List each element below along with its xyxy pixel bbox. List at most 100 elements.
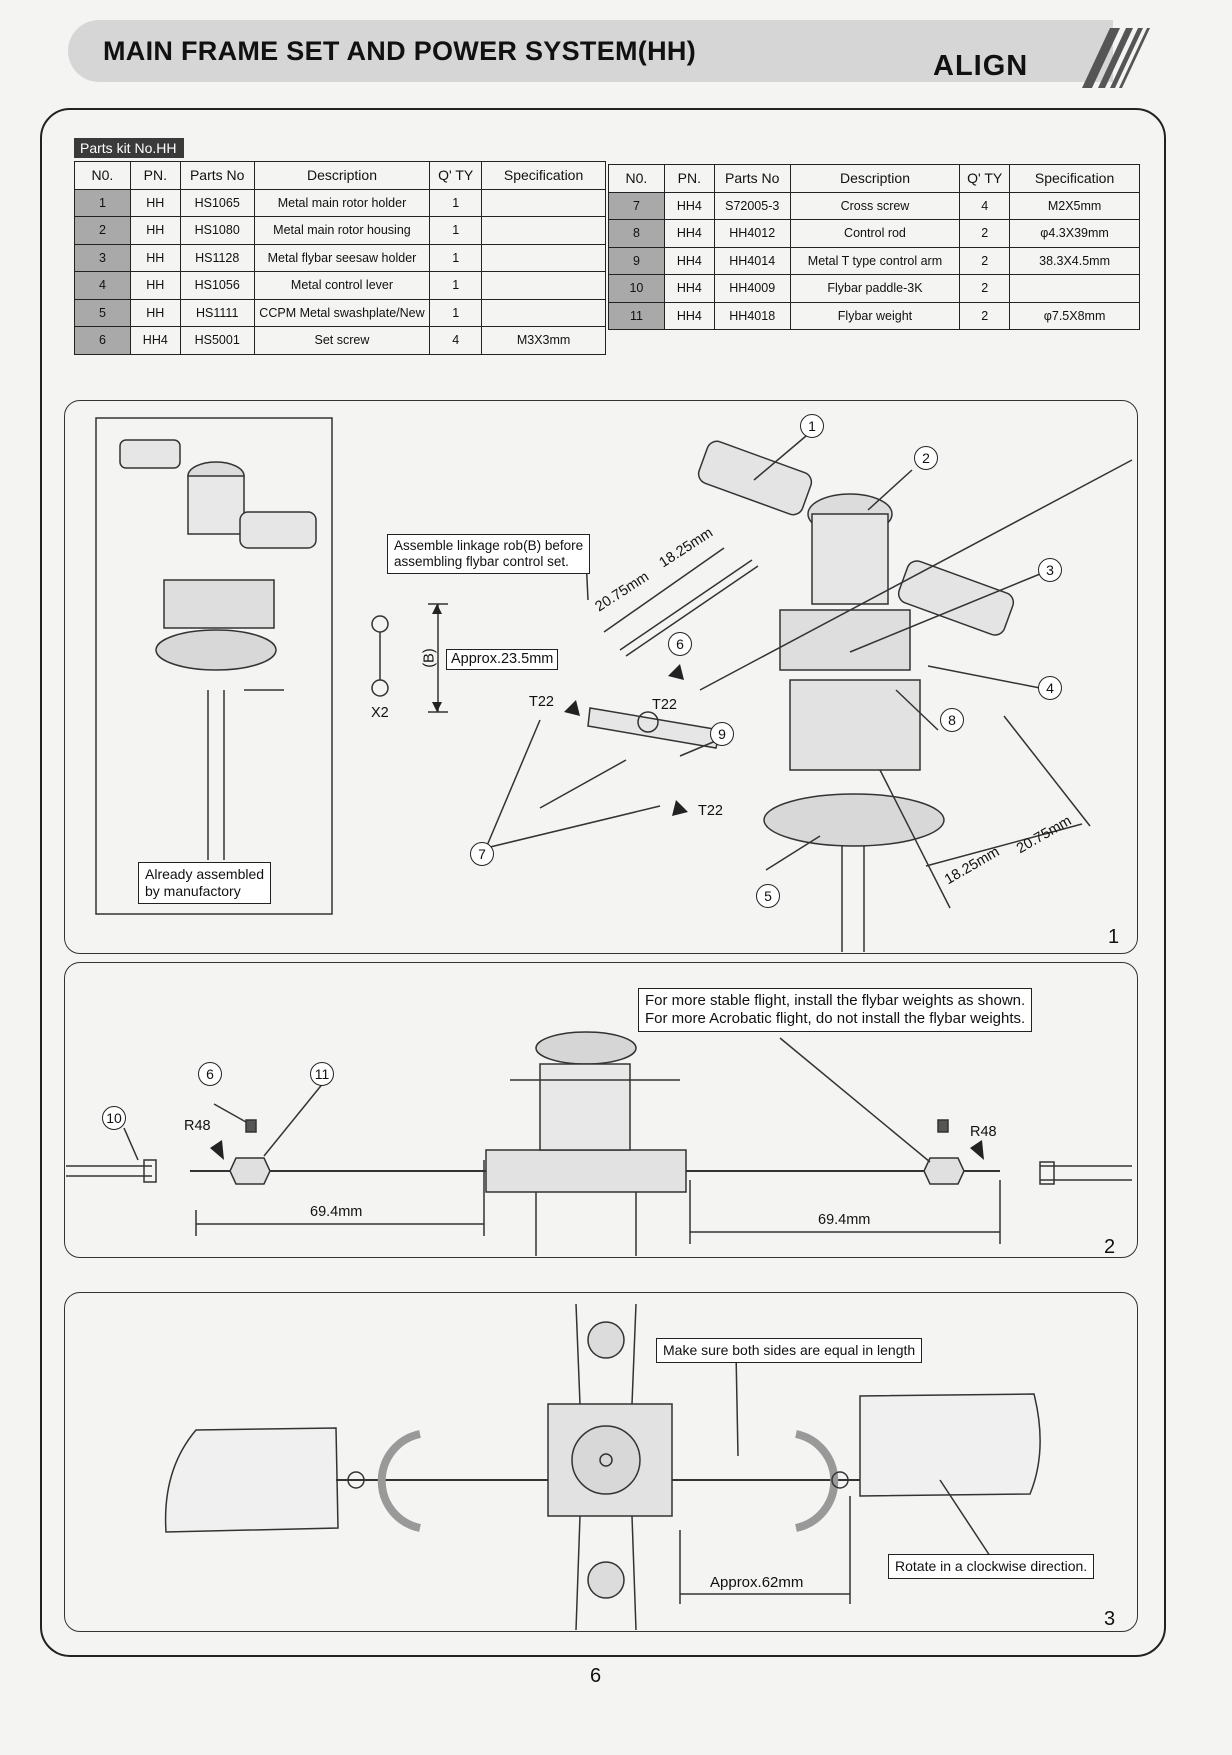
table-cell: M3X3mm <box>481 326 606 355</box>
callout-1: 1 <box>800 414 824 438</box>
table-cell: Control rod <box>789 219 961 248</box>
col-header: Specification <box>1009 164 1140 193</box>
callout-8: 8 <box>940 708 964 732</box>
col-header: Specification <box>481 161 606 190</box>
glue-label: T22 <box>652 697 677 713</box>
step2-panel <box>64 962 1138 1258</box>
col-header: PN. <box>129 161 181 190</box>
table-cell: 11 <box>608 301 665 330</box>
glue-label: T22 <box>698 803 723 819</box>
callout-9: 9 <box>710 722 734 746</box>
page-title: MAIN FRAME SET AND POWER SYSTEM(HH) <box>103 36 696 66</box>
callout-2: 2 <box>914 446 938 470</box>
dimension-label: Approx.62mm <box>710 1574 804 1591</box>
logo-stripes-icon <box>1082 28 1150 88</box>
table-cell: Metal control lever <box>253 271 431 300</box>
table-cell <box>481 216 606 245</box>
qty-label: X2 <box>371 705 389 721</box>
table-cell: φ7.5X8mm <box>1009 301 1140 330</box>
col-header: Q' TY <box>429 161 483 190</box>
table-cell: φ4.3X39mm <box>1009 219 1140 248</box>
table-cell: 1 <box>429 298 483 327</box>
table-cell: HH4 <box>663 219 715 248</box>
table-cell <box>481 271 606 300</box>
table-cell: HH4014 <box>713 246 791 275</box>
table-cell: HH <box>129 298 181 327</box>
col-header: Parts No <box>179 161 255 190</box>
glue-label: T22 <box>529 694 554 710</box>
rotate-note: Rotate in a clockwise direction. <box>888 1554 1095 1579</box>
table-cell: Flybar paddle-3K <box>789 274 961 303</box>
linkage-note: Assemble linkage rob(B) before assemblin… <box>387 534 591 575</box>
table-cell: HH4018 <box>713 301 791 330</box>
col-header: N0. <box>608 164 665 193</box>
step1-panel <box>64 400 1138 954</box>
table-header-row: N0. PN. Parts No Description Q' TY Speci… <box>608 164 1140 193</box>
equal-length-note: Make sure both sides are equal in length <box>656 1338 923 1363</box>
table-cell: HS5001 <box>179 326 255 355</box>
table-cell: HH <box>129 216 181 245</box>
table-cell: HH4 <box>129 326 181 355</box>
parts-table-right: N0. PN. Parts No Description Q' TY Speci… <box>608 164 1140 330</box>
table-cell: Metal main rotor holder <box>253 188 431 217</box>
callout-6: 6 <box>198 1062 222 1086</box>
callout-5: 5 <box>756 884 780 908</box>
table-cell: HH4 <box>663 274 715 303</box>
table-cell: 2 <box>959 274 1011 303</box>
already-assembled-note: Already assembled by manufactory <box>138 862 272 904</box>
flybar-weight-note: For more stable flight, install the flyb… <box>638 988 1033 1032</box>
callout-6: 6 <box>668 632 692 656</box>
table-cell: HH <box>129 271 181 300</box>
table-cell: HS1111 <box>179 298 255 327</box>
table-cell: 1 <box>74 188 131 217</box>
callout-11: 11 <box>310 1062 334 1086</box>
parts-kit-label: Parts kit No.HH <box>74 138 185 158</box>
table-cell: CCPM Metal swashplate/New <box>253 298 431 327</box>
table-cell: 6 <box>74 326 131 355</box>
table-cell: Metal main rotor housing <box>253 216 431 245</box>
header-band <box>68 20 1113 82</box>
table-cell: HH4009 <box>713 274 791 303</box>
dimension-label: 69.4mm <box>818 1212 871 1228</box>
table-cell: Flybar weight <box>789 301 961 330</box>
table-cell: HS1065 <box>179 188 255 217</box>
table-cell: HH <box>129 188 181 217</box>
table-cell: 38.3X4.5mm <box>1009 246 1140 275</box>
callout-4: 4 <box>1038 676 1062 700</box>
table-cell: 1 <box>429 216 483 245</box>
table-cell: 2 <box>74 216 131 245</box>
content-frame <box>40 108 1166 1657</box>
page-number: 6 <box>590 1665 602 1687</box>
table-cell: HS1128 <box>179 243 255 272</box>
table-cell: S72005-3 <box>713 191 791 220</box>
table-cell: 1 <box>429 188 483 217</box>
table-cell: HH4 <box>663 301 715 330</box>
glue-label: R48 <box>184 1118 211 1134</box>
table-cell: 8 <box>608 219 665 248</box>
table-cell: HS1056 <box>179 271 255 300</box>
col-header: Q' TY <box>959 164 1011 193</box>
table-cell: Cross screw <box>789 191 961 220</box>
table-cell: 7 <box>608 191 665 220</box>
step3-panel <box>64 1292 1138 1632</box>
dimension-label: 69.4mm <box>310 1204 363 1220</box>
table-cell: HH4012 <box>713 219 791 248</box>
table-cell <box>1009 274 1140 303</box>
col-header: Parts No <box>713 164 791 193</box>
table-cell: HH4 <box>663 191 715 220</box>
table-cell: Set screw <box>253 326 431 355</box>
brand-logo: ALIGN <box>933 50 1029 82</box>
table-cell <box>481 188 606 217</box>
glue-label: R48 <box>970 1124 997 1140</box>
callout-10: 10 <box>102 1106 126 1130</box>
